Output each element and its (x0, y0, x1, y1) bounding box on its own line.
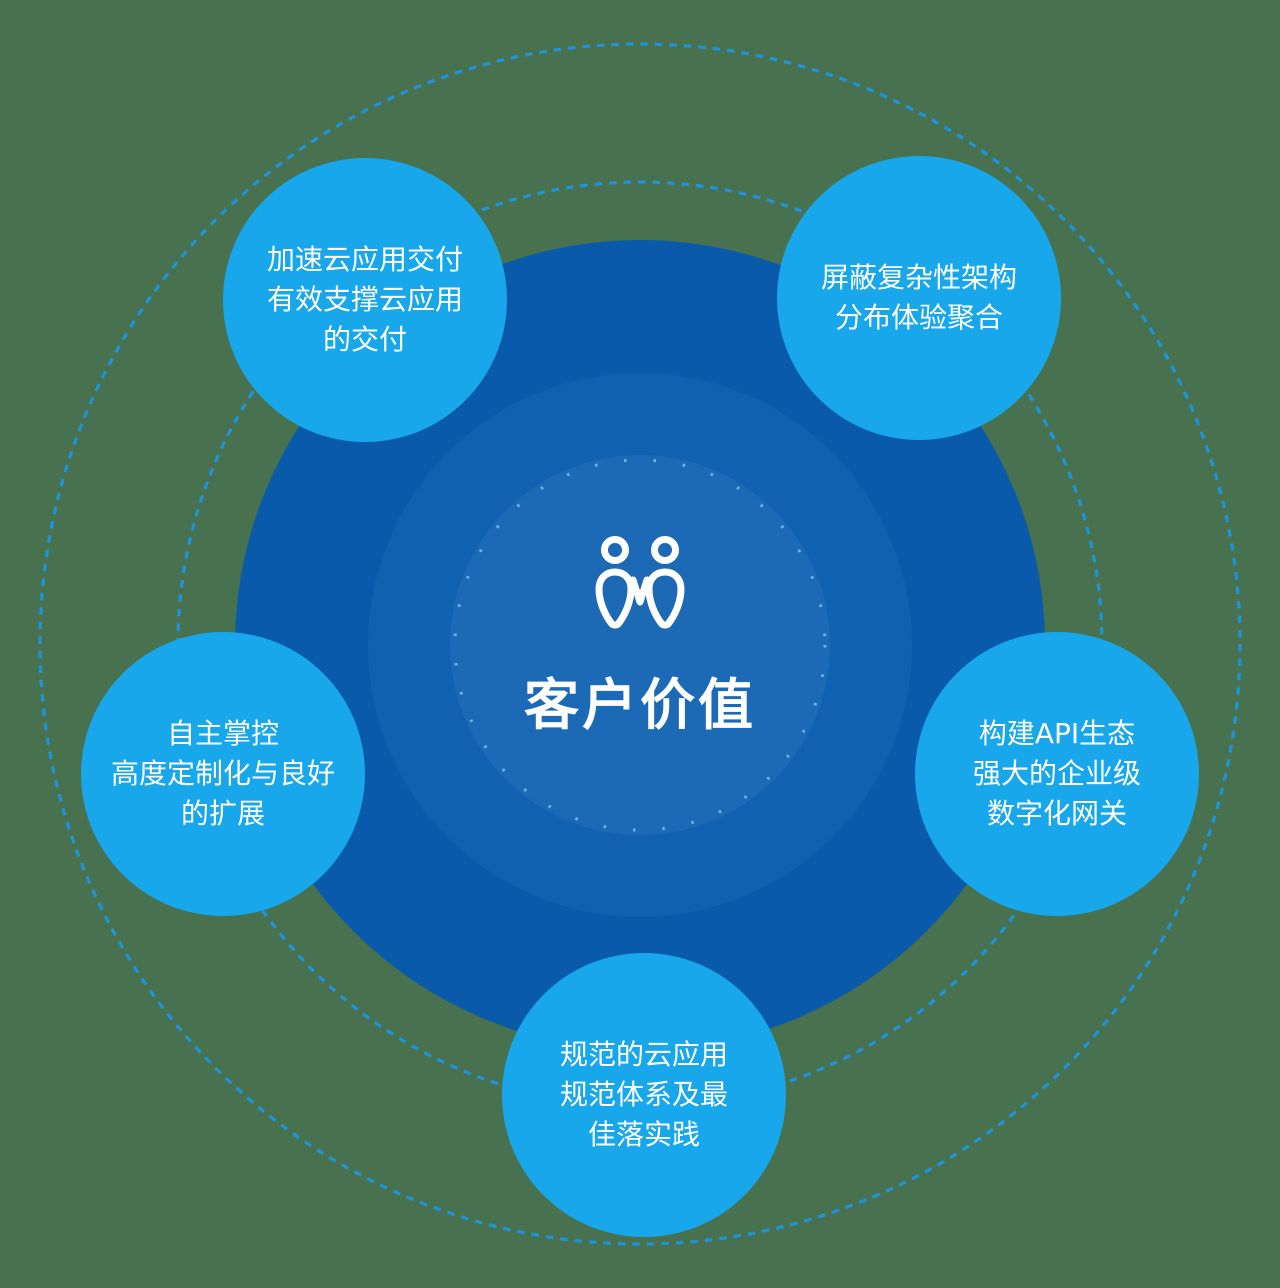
satellite-text-line: 规范体系及最 (559, 1078, 728, 1111)
satellite-left: 自主掌控 高度定制化与良好 的扩展 (81, 632, 365, 916)
satellite-text: 屏蔽复杂性架构 分布体验聚合 (821, 258, 1017, 338)
satellite-text-line: 的扩展 (180, 797, 265, 830)
satellite-text-line: 数字化网关 (986, 797, 1127, 830)
center-dotted-ring (453, 458, 827, 832)
center-label: 客户价值 (523, 673, 756, 737)
satellite-text-line: 高度定制化与良好 (110, 757, 335, 790)
satellite-bottom: 规范的云应用 规范体系及最 佳落实践 (502, 953, 786, 1237)
satellite-text: 构建API生态 强大的企业级 数字化网关 (973, 714, 1141, 834)
satellite-text: 规范的云应用 规范体系及最 佳落实践 (560, 1035, 728, 1155)
satellite-top-right: 屏蔽复杂性架构 分布体验聚合 (777, 156, 1061, 440)
satellite-top-left: 加速云应用交付 有效支撑云应用 的交付 (223, 158, 507, 442)
satellite-text-line: 强大的企业级 (972, 757, 1141, 790)
satellite-text-line: 佳落实践 (587, 1118, 700, 1151)
two-people-icon (595, 536, 685, 629)
center-ripple-inner (450, 455, 830, 835)
satellite-text: 加速云应用交付 有效支撑云应用 的交付 (267, 240, 463, 360)
satellite-text: 自主掌控 高度定制化与良好 的扩展 (111, 714, 335, 834)
satellite-text-line: 加速云应用交付 (266, 243, 463, 276)
satellite-text-line: 自主掌控 (166, 717, 279, 750)
satellite-right: 构建API生态 强大的企业级 数字化网关 (915, 632, 1199, 916)
center-content: 客户价值 (450, 447, 830, 827)
satellite-text-line: 有效支撑云应用 (266, 283, 463, 316)
satellite-text-line: 构建API生态 (978, 717, 1136, 750)
satellite-text-line: 屏蔽复杂性架构 (820, 261, 1017, 294)
satellite-text-line: 的交付 (322, 323, 407, 356)
satellite-text-line: 规范的云应用 (559, 1038, 728, 1071)
satellite-text-line: 分布体验聚合 (834, 301, 1003, 334)
outer-dashed-circle (38, 42, 1242, 1246)
